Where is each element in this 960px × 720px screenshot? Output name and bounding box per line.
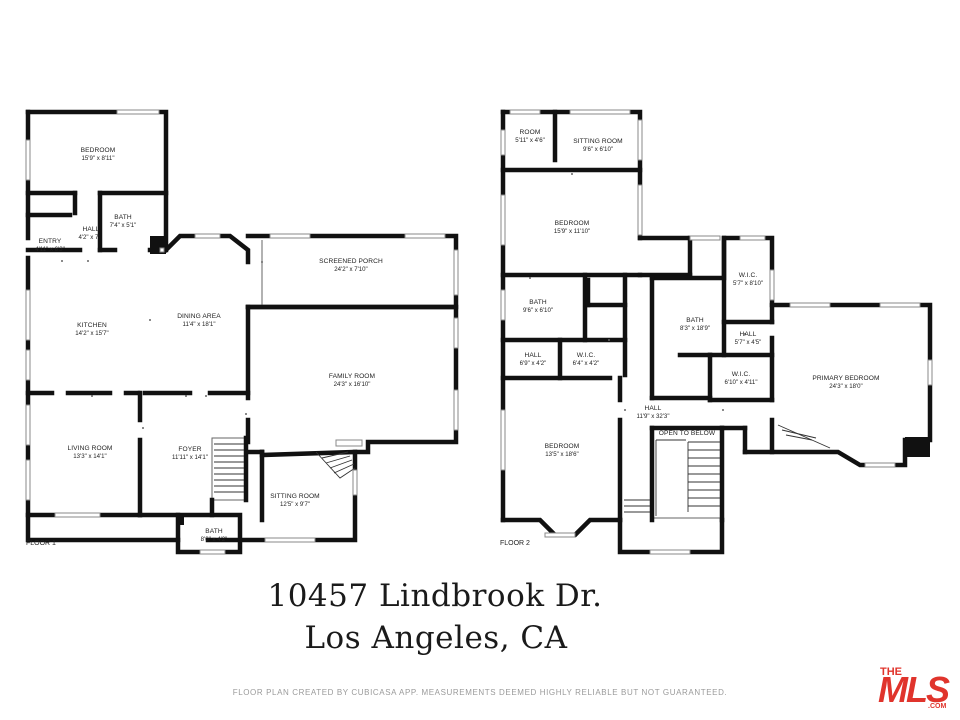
floor-2-plan [500, 109, 933, 555]
room-name-f1-bath2: BATH [205, 528, 223, 535]
room-name-f2-bath-left: BATH [529, 299, 547, 306]
room-name-f2-hall-main: HALL [645, 405, 662, 412]
room-dims-f2-primary-bedroom: 24'3" x 18'0" [829, 383, 862, 390]
room-dims-f1-sitting-room: 12'5" x 9'7" [280, 501, 310, 508]
room-name-f1-bath: BATH [114, 214, 132, 221]
room-name-f2-wic-left: W.I.C. [577, 352, 596, 359]
floor-1-plan [25, 109, 459, 555]
room-name-f1-family-room: FAMILY ROOM [329, 373, 375, 380]
room-name-f2-bedroom-top: BEDROOM [555, 220, 590, 227]
floor2-stairs [624, 439, 720, 516]
room-dims-f1-entry: 4'11" x 6'3" [35, 246, 65, 253]
room-name-f1-entry: ENTRY [39, 238, 62, 245]
room-dims-f2-bath-left: 9'6" x 6'10" [523, 307, 553, 314]
room-dims-f2-wic-top: 5'7" x 8'10" [733, 280, 763, 287]
room-name-f1-hall: HALL [83, 226, 100, 233]
room-dims-f2-wic-left: 6'4" x 4'2" [573, 360, 600, 367]
room-dims-f1-bedroom: 15'9" x 8'11" [82, 155, 115, 162]
the-mls-logo: THE MLS .COM [878, 666, 952, 710]
room-name-f2-hall-small: HALL [740, 331, 757, 338]
room-name-f2-bath-main: BATH [686, 317, 704, 324]
room-dims-f1-dining-area: 11'4" x 18'1" [183, 321, 216, 328]
room-dims-f2-room: 5'11" x 4'6" [515, 137, 545, 144]
room-dims-f1-living-room: 13'3" x 14'1" [73, 453, 106, 460]
room-name-f1-sitting-room: SITTING ROOM [270, 493, 320, 500]
room-name-f1-foyer: FOYER [178, 446, 201, 453]
room-name-f2-hall-left: HALL [525, 352, 542, 359]
room-dims-f2-hall-main: 11'9" x 32'3" [637, 413, 670, 420]
room-dims-f2-bath-main: 8'3" x 18'9" [680, 325, 710, 332]
room-dims-f1-family-room: 24'3" x 16'10" [334, 381, 371, 388]
room-dims-f2-wic-bottom: 6'10" x 4'11" [725, 379, 758, 386]
room-dims-f1-bath2: 8'0" x 4'2" [201, 536, 228, 543]
room-dims-f2-hall-left: 6'9" x 4'2" [520, 360, 547, 367]
room-name-f1-kitchen: KITCHEN [77, 322, 107, 329]
room-dims-f2-sitting-room: 9'6" x 6'10" [583, 146, 613, 153]
room-name-f2-primary-bedroom: PRIMARY BEDROOM [812, 375, 879, 382]
room-name-f1-living-room: LIVING ROOM [67, 445, 112, 452]
logo-com-text: .COM [928, 703, 946, 710]
floor-plan-disclaimer: FLOOR PLAN CREATED BY CUBICASA APP. MEAS… [232, 688, 728, 697]
room-dims-f1-bath: 7'4" x 5'1" [110, 222, 137, 229]
room-name-f2-room: ROOM [520, 129, 541, 136]
room-name-f2-bedroom-bottom: BEDROOM [545, 443, 580, 450]
address-street: 10457 Lindbrook Dr. [267, 578, 603, 614]
room-dims-f2-hall-small: 5'7" x 4'5" [735, 339, 762, 346]
floor-2-label: FLOOR 2 [500, 540, 530, 547]
room-dims-f2-bedroom-bottom: 13'5" x 18'6" [545, 451, 578, 458]
room-name-f2-sitting-room: SITTING ROOM [573, 138, 623, 145]
room-name-f2-wic-top: W.I.C. [739, 272, 758, 279]
room-name-f1-dining-area: DINING AREA [177, 313, 221, 320]
room-dims-f1-kitchen: 14'2" x 15'7" [75, 330, 108, 337]
floor-1-label: FLOOR 1 [26, 540, 56, 547]
address-city: Los Angeles, CA [304, 620, 568, 656]
room-dims-f1-foyer: 11'11" x 14'1" [172, 454, 208, 461]
room-name-f2-wic-bottom: W.I.C. [732, 371, 751, 378]
room-dims-f1-screened-porch: 24'2" x 7'10" [334, 266, 367, 273]
open-to-below-label: OPEN TO BELOW [659, 430, 716, 437]
logo-the-text: THE [880, 666, 902, 678]
room-dims-f1-hall: 4'2" x 7' [78, 234, 99, 241]
room-name-f1-bedroom: BEDROOM [81, 147, 116, 154]
room-dims-f2-bedroom-top: 15'9" x 11'10" [554, 228, 590, 235]
room-name-f1-screened-porch: SCREENED PORCH [319, 258, 383, 265]
foyer-stairs [214, 443, 244, 493]
logo-mls-text: MLS [878, 669, 950, 710]
